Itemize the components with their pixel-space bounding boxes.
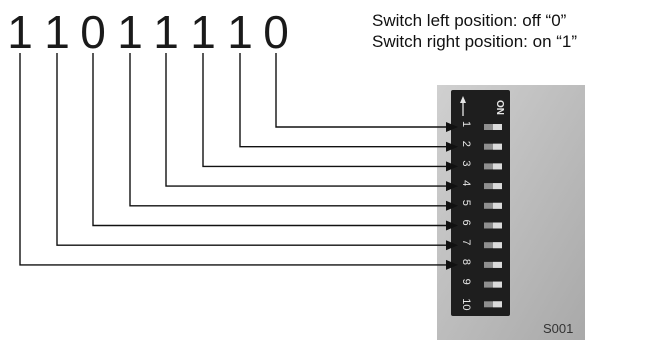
switch-number-4: 4 bbox=[460, 180, 472, 186]
switch-number-8: 8 bbox=[460, 259, 472, 265]
on-direction-arrow-icon bbox=[460, 96, 466, 116]
switch-lever-9 bbox=[493, 281, 502, 288]
connector-arrow-2 bbox=[56, 53, 458, 251]
connector-arrow-1 bbox=[19, 53, 458, 270]
connector-arrow-5 bbox=[165, 53, 458, 192]
part-label: S001 bbox=[543, 321, 573, 336]
switch-lever-7 bbox=[493, 242, 502, 249]
address-bit-6: 1 bbox=[190, 6, 216, 58]
switch-number-3: 3 bbox=[460, 160, 472, 166]
note-on-position: Switch right position: on “1” bbox=[372, 32, 578, 51]
connector-arrow-8 bbox=[275, 53, 458, 132]
switch-number-10: 10 bbox=[460, 298, 472, 310]
switch-number-5: 5 bbox=[460, 200, 472, 206]
switch-lever-8 bbox=[493, 261, 502, 268]
switch-number-1: 1 bbox=[460, 121, 472, 127]
switch-lever-5 bbox=[493, 202, 502, 209]
connector-arrow-6 bbox=[202, 53, 458, 172]
connector-arrow-4 bbox=[129, 53, 458, 211]
address-bit-4: 1 bbox=[117, 6, 143, 58]
switch-lever-3 bbox=[493, 163, 502, 170]
address-bit-8: 0 bbox=[263, 6, 289, 58]
switch-number-7: 7 bbox=[460, 239, 472, 245]
switch-lever-10 bbox=[493, 301, 502, 308]
address-bit-2: 1 bbox=[44, 6, 70, 58]
switch-lever-6 bbox=[493, 222, 502, 229]
switch-lever-4 bbox=[493, 183, 502, 190]
address-bit-5: 1 bbox=[153, 6, 179, 58]
note-off-position: Switch left position: off “0” bbox=[372, 11, 567, 30]
switch-number-6: 6 bbox=[460, 220, 472, 226]
switch-number-2: 2 bbox=[460, 141, 472, 147]
address-bit-1: 1 bbox=[7, 6, 33, 58]
address-bit-3: 0 bbox=[80, 6, 106, 58]
connector-arrow-3 bbox=[92, 53, 458, 231]
switch-lever-1 bbox=[493, 124, 502, 130]
connector-arrow-7 bbox=[239, 53, 458, 152]
on-label: ON bbox=[494, 100, 505, 115]
address-bit-7: 1 bbox=[227, 6, 253, 58]
switch-position-notes: Switch left position: off “0” Switch rig… bbox=[372, 10, 577, 52]
switch-lever-2 bbox=[493, 143, 502, 150]
switch-number-9: 9 bbox=[460, 279, 472, 285]
